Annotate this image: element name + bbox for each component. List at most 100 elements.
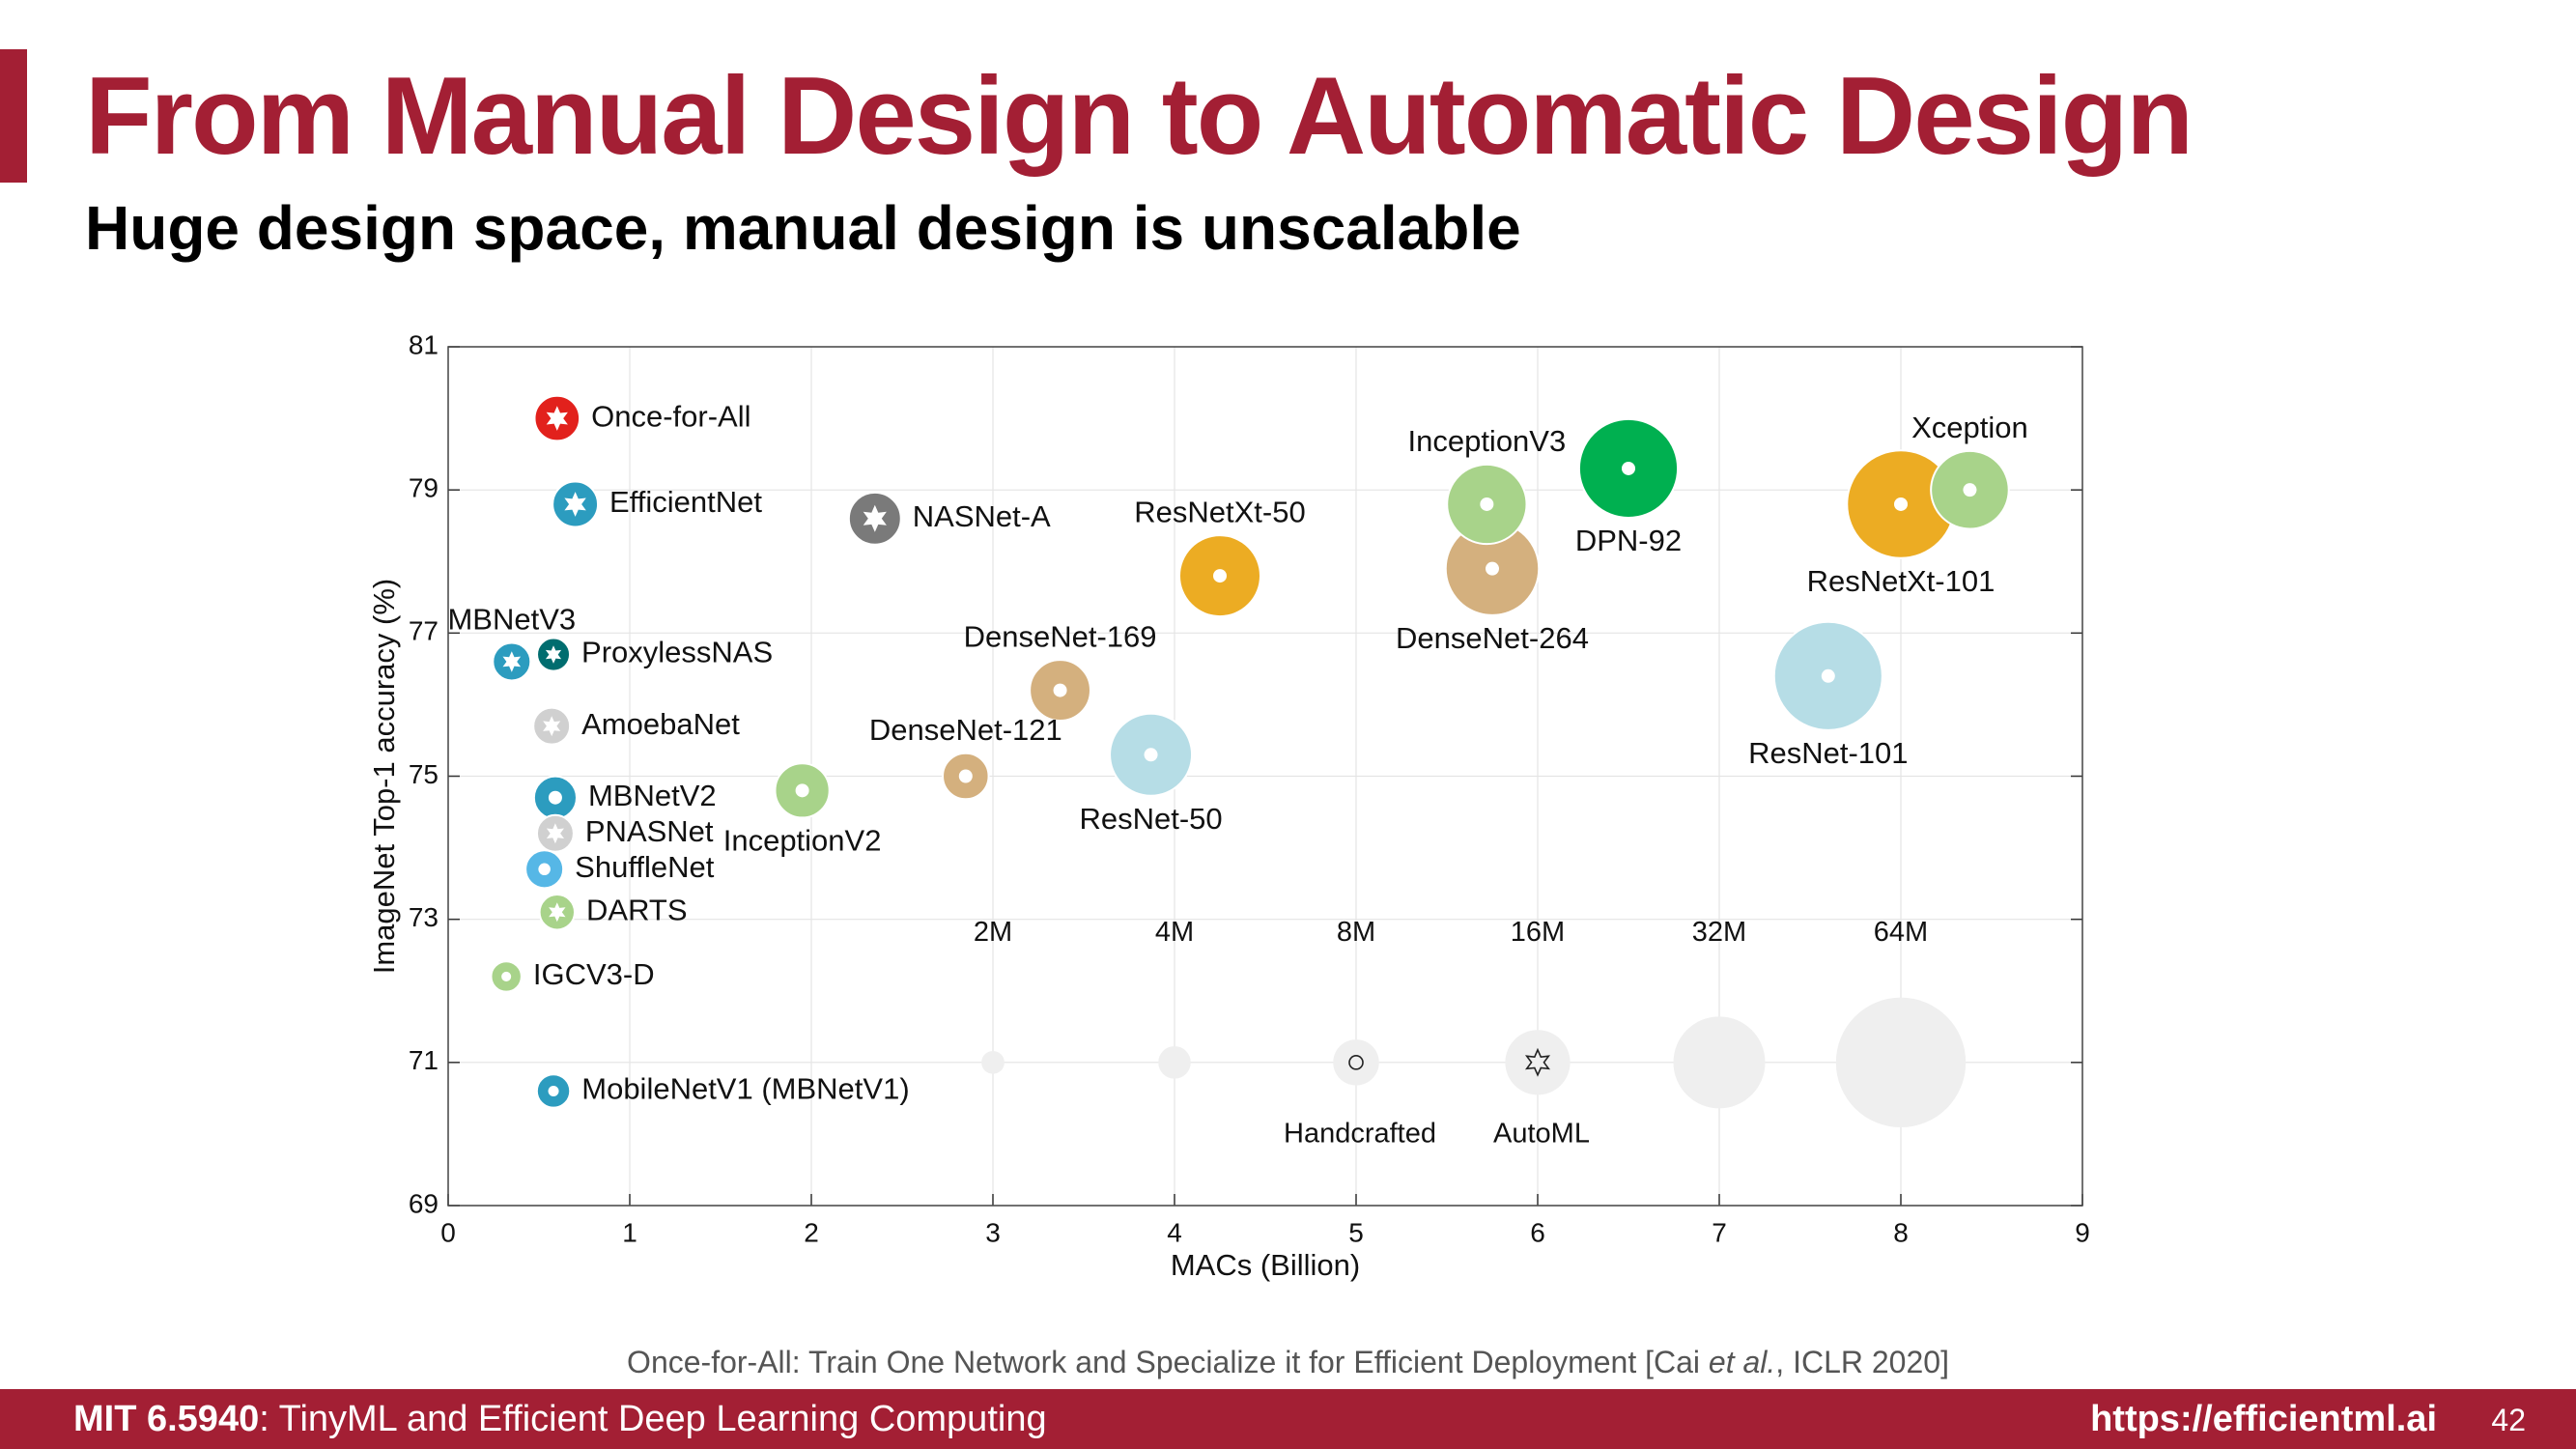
bubble-proxylessnas <box>536 637 572 672</box>
handcrafted-dot-icon <box>1053 683 1067 697</box>
course-name: : TinyML and Efficient Deep Learning Com… <box>259 1399 1047 1439</box>
point-label: AmoebaNet <box>581 707 740 741</box>
size-legend-bubble <box>1835 997 1967 1128</box>
point-label: InceptionV2 <box>723 824 882 858</box>
x-tick-label: 2 <box>804 1217 819 1247</box>
size-legend-label: 8M <box>1337 917 1375 948</box>
point-label: InceptionV3 <box>1407 424 1566 458</box>
citation-et-al: et al. <box>1708 1345 1776 1379</box>
size-legend-bubble <box>1673 1016 1766 1109</box>
slide-subtitle: Huge design space, manual design is unsc… <box>85 193 1521 263</box>
automl-star-icon <box>564 492 586 517</box>
page-number: 42 <box>2491 1403 2526 1437</box>
footer-bar: MIT 6.5940: TinyML and Efficient Deep Le… <box>0 1389 2576 1449</box>
bubble-densenet-121 <box>942 752 990 801</box>
x-tick-label: 5 <box>1348 1217 1364 1247</box>
bubble-xception <box>1930 449 2010 530</box>
y-tick-label: 71 <box>409 1045 439 1075</box>
handcrafted-dot-icon <box>501 971 512 981</box>
x-tick-label: 9 <box>2075 1217 2090 1247</box>
handcrafted-dot-icon <box>548 1085 559 1096</box>
bubble-igcv3-d <box>490 960 523 993</box>
point-label: ResNet-50 <box>1079 802 1222 836</box>
automl-star-icon <box>545 645 562 664</box>
point-label: EfficientNet <box>609 485 762 519</box>
handcrafted-dot-icon <box>1821 668 1835 683</box>
point-label: DPN-92 <box>1575 524 1682 557</box>
plot-frame <box>447 346 2083 1207</box>
x-tick-label: 0 <box>440 1217 456 1247</box>
size-legend-bubble <box>1158 1046 1191 1079</box>
bubble-resnet-101 <box>1772 620 1883 731</box>
handcrafted-dot-icon <box>1486 561 1499 576</box>
size-legend-bubble <box>1333 1039 1379 1086</box>
x-tick-label: 8 <box>1893 1217 1909 1247</box>
size-legend-label: 4M <box>1155 917 1194 948</box>
citation-venue: , ICLR 2020] <box>1775 1345 1949 1379</box>
point-label: ShuffleNet <box>575 850 715 884</box>
x-tick-label: 6 <box>1530 1217 1545 1247</box>
y-tick-label: 69 <box>409 1188 439 1218</box>
slide-title: From Manual Design to Automatic Design <box>85 55 2194 178</box>
size-legend-label: 64M <box>1874 917 1928 948</box>
citation-text: Once-for-All: Train One Network and Spec… <box>627 1345 1709 1379</box>
handcrafted-dot-icon <box>548 790 562 805</box>
bubble-resnet-50 <box>1109 712 1194 797</box>
handcrafted-dot-icon <box>795 783 809 798</box>
point-label: DenseNet-169 <box>964 619 1157 653</box>
bubble-nasnet-a <box>847 491 902 546</box>
handcrafted-dot-icon <box>538 863 551 876</box>
automl-star-icon <box>502 651 522 672</box>
bubble-mbnetv3 <box>492 641 532 682</box>
footer-course: MIT 6.5940: TinyML and Efficient Deep Le… <box>73 1400 1047 1438</box>
bubble-resnetxt-50 <box>1178 534 1261 618</box>
handcrafted-dot-icon <box>958 769 973 783</box>
point-label: DenseNet-264 <box>1396 621 1589 655</box>
handcrafted-dot-icon <box>1894 497 1908 511</box>
handcrafted-dot-icon <box>1622 461 1635 475</box>
citation: Once-for-All: Train One Network and Spec… <box>0 1345 2576 1380</box>
y-tick-label: 73 <box>409 902 439 932</box>
point-label: MobileNetV1 (MBNetV1) <box>581 1072 909 1106</box>
bubble-dpn-92 <box>1577 417 1680 520</box>
x-tick-label: 3 <box>985 1217 1001 1247</box>
point-label: MBNetV3 <box>447 603 576 637</box>
bubble-mobilenetv1-mbnetv1- <box>535 1073 572 1109</box>
size-legend-bubble <box>1505 1030 1571 1095</box>
x-axis-label: MACs (Billion) <box>1171 1248 1360 1282</box>
point-label: ResNetXt-50 <box>1134 495 1305 528</box>
handcrafted-dot-icon <box>1213 569 1227 583</box>
y-tick-label: 79 <box>409 473 439 503</box>
automl-star-icon <box>546 406 568 431</box>
point-label: ProxylessNAS <box>581 636 773 669</box>
bubble-mbnetv2 <box>532 775 578 820</box>
bubble-pnasnet <box>535 813 575 853</box>
automl-star-icon <box>863 504 887 532</box>
title-accent-bar <box>0 49 27 183</box>
point-label: MBNetV2 <box>588 779 717 812</box>
handcrafted-dot-icon <box>1144 748 1158 762</box>
size-legend-label: 16M <box>1511 917 1565 948</box>
course-code: MIT 6.5940 <box>73 1399 260 1439</box>
y-tick-label: 81 <box>409 329 439 359</box>
automl-star-icon <box>546 823 564 844</box>
point-label: Xception <box>1911 411 2028 444</box>
handcrafted-dot-icon <box>1963 483 1977 497</box>
bubble-densenet-169 <box>1029 659 1091 723</box>
point-label: DenseNet-121 <box>869 713 1062 747</box>
marker-legend-label: AutoML <box>1493 1118 1590 1149</box>
point-label: DARTS <box>586 893 688 926</box>
handcrafted-marker-icon <box>1348 1055 1364 1070</box>
y-tick-label: 77 <box>409 616 439 646</box>
bubble-inceptionv2 <box>774 762 831 819</box>
footer-url-link[interactable]: https://efficientml.ai <box>2090 1399 2437 1439</box>
y-tick-label: 75 <box>409 759 439 789</box>
automl-marker-icon <box>1524 1047 1551 1077</box>
bubble-efficientnet <box>552 480 600 528</box>
size-legend-label: 32M <box>1692 917 1746 948</box>
size-legend-label: 2M <box>974 917 1012 948</box>
automl-star-icon <box>549 902 566 923</box>
point-label: ResNetXt-101 <box>1807 564 1996 598</box>
point-label: Once-for-All <box>591 399 750 433</box>
